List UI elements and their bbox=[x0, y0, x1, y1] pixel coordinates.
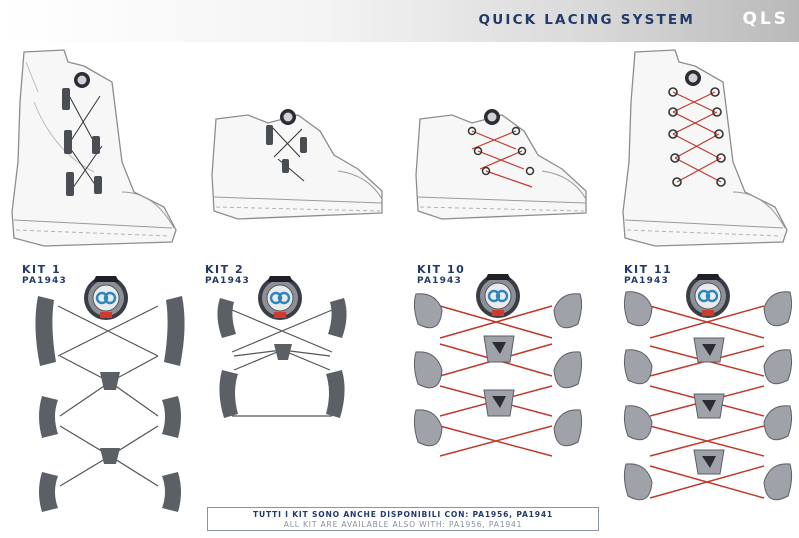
kit-diagram-1 bbox=[30, 266, 190, 520]
boot-illustration-kit-2 bbox=[208, 95, 388, 235]
note-english: ALL KIT ARE AVAILABLE ALSO WITH: PA1956,… bbox=[283, 520, 523, 529]
kit-name: KIT 1 bbox=[22, 263, 62, 276]
lace-guide-icon bbox=[623, 291, 793, 501]
kit-code: PA1943 bbox=[205, 276, 250, 286]
boot-illustration-kit-11 bbox=[615, 42, 795, 252]
product-code: QLS bbox=[742, 9, 789, 29]
kit-name: KIT 10 bbox=[417, 263, 466, 276]
kit-label-1: KIT 1 PA1943 bbox=[22, 264, 67, 287]
lace-guide-icon bbox=[413, 293, 583, 447]
kit-diagram-2 bbox=[212, 266, 352, 446]
kit-name: KIT 11 bbox=[624, 263, 673, 276]
kit-diagram-10 bbox=[412, 266, 584, 476]
boa-dial-icon bbox=[474, 272, 522, 320]
note-italian: TUTTI I KIT SONO ANCHE DISPONIBILI CON: … bbox=[253, 510, 553, 519]
kit-code: PA1943 bbox=[624, 276, 669, 286]
boa-dial-icon bbox=[684, 272, 732, 320]
page-title: QUICK LACING SYSTEM bbox=[478, 12, 695, 28]
kit-label-2: KIT 2 PA1943 bbox=[205, 264, 250, 287]
kit-label-10: KIT 10 PA1943 bbox=[417, 264, 465, 287]
kit-code: PA1943 bbox=[417, 276, 462, 286]
lace-guide-icon bbox=[35, 296, 185, 512]
boa-dial-icon bbox=[82, 274, 130, 322]
kit-name: KIT 2 bbox=[205, 263, 245, 276]
availability-note: TUTTI I KIT SONO ANCHE DISPONIBILI CON: … bbox=[207, 507, 599, 531]
boot-illustration-kit-10 bbox=[412, 95, 592, 235]
lace-guide-icon bbox=[217, 298, 347, 418]
boa-dial-icon bbox=[256, 274, 304, 322]
header-bar: QUICK LACING SYSTEM QLS bbox=[0, 0, 799, 42]
kit-label-11: KIT 11 PA1943 bbox=[624, 264, 672, 287]
kit-code: PA1943 bbox=[22, 276, 67, 286]
kit-diagram-11 bbox=[622, 266, 794, 518]
boot-illustration-kit-1 bbox=[4, 42, 184, 252]
